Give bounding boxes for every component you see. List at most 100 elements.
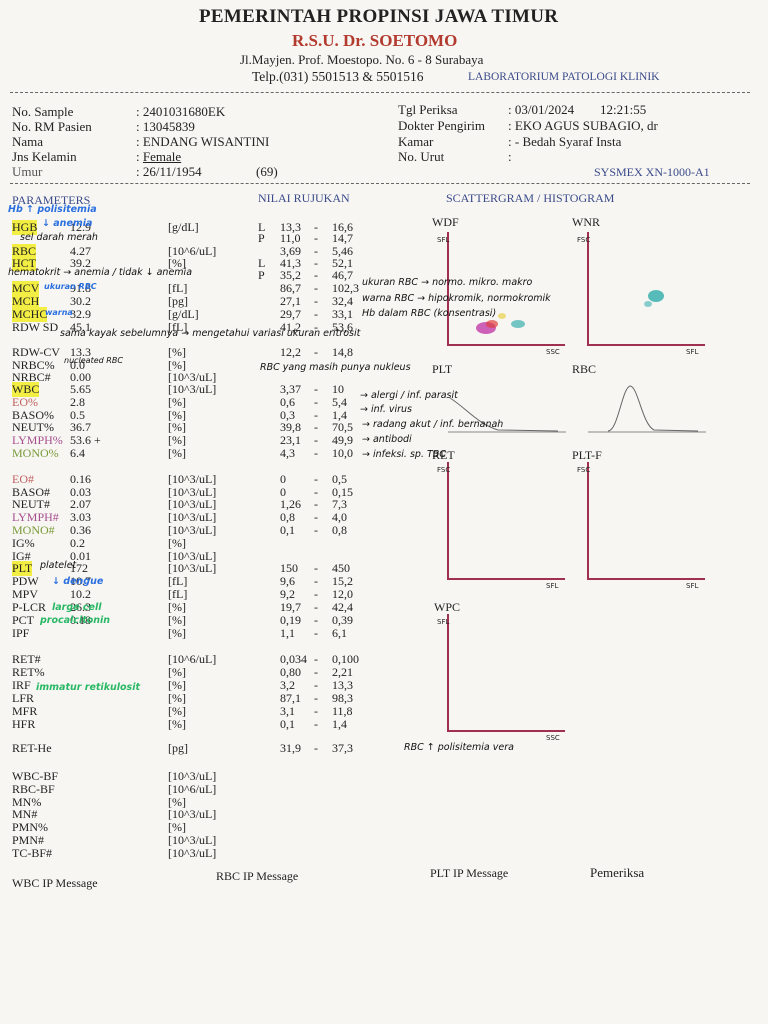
ref-low: 0,19 <box>280 613 301 627</box>
pltf-title: PLT-F <box>572 448 602 462</box>
ref-high: 16,6 <box>332 220 353 234</box>
ref-dash: - <box>314 704 318 718</box>
wnr-title: WNR <box>572 215 600 229</box>
patient-age: (69) <box>256 164 278 179</box>
ref-high: 450 <box>332 561 350 575</box>
ref-high: 42,4 <box>332 600 353 614</box>
ref-dash: - <box>314 294 318 308</box>
param-name: PCT <box>12 613 35 627</box>
plt-title: PLT <box>432 362 453 376</box>
wdf-x-label: SSC <box>546 348 560 356</box>
table-row: PMN#[10^3/uL] <box>0 833 768 847</box>
ref-low: 23,1 <box>280 433 301 447</box>
ref-high: 6,1 <box>332 626 347 640</box>
ret-y-label: FSC <box>437 466 451 474</box>
pltf-x-label: SFL <box>686 582 699 590</box>
param-flag: L <box>258 256 266 270</box>
param-unit: [fL] <box>168 587 188 601</box>
param-name: NEUT% <box>12 420 54 434</box>
ref-dash: - <box>314 256 318 270</box>
param-unit: [10^3/uL] <box>168 485 217 499</box>
param-value: 6.4 <box>70 446 85 460</box>
param-unit: [%] <box>168 600 186 614</box>
ref-low: 3,69 <box>280 244 301 258</box>
param-unit: [10^3/uL] <box>168 497 217 511</box>
rbc-plot-title: RBC <box>572 362 597 376</box>
ref-dash: - <box>314 446 318 460</box>
ref-high: 49,9 <box>332 433 353 447</box>
param-name: LFR <box>12 691 35 705</box>
ref-high: 10,0 <box>332 446 353 460</box>
param-unit: [%] <box>168 536 186 550</box>
ref-dash: - <box>314 717 318 731</box>
ref-high: 14,8 <box>332 345 353 359</box>
sample-label: No. Sample <box>12 104 74 119</box>
param-name: MFR <box>12 704 38 718</box>
wnr-y-axis <box>587 232 589 344</box>
param-value: 172 <box>70 561 88 575</box>
ref-dash: - <box>314 244 318 258</box>
note-neut: → radang akut / inf. bernanah <box>362 419 504 430</box>
param-unit: [fL] <box>168 281 188 295</box>
note-pdw: ↓ dengue <box>52 576 104 587</box>
param-name: PMN% <box>12 820 49 834</box>
ref-low: 4,3 <box>280 446 295 460</box>
date-label: Tgl Periksa <box>398 102 458 117</box>
ref-dash: - <box>314 523 318 537</box>
param-name: IG% <box>12 536 35 550</box>
param-unit: [10^3/uL] <box>168 382 217 396</box>
ref-high: 37,3 <box>332 741 353 755</box>
param-name: RBC-BF <box>12 782 55 796</box>
table-row: IRF[%]3,2-13,3 <box>0 678 768 692</box>
ref-high: 0,100 <box>332 652 359 666</box>
lab-name: LABORATORIUM PATOLOGI KLINIK <box>468 71 660 83</box>
wnr-scatter <box>644 290 664 307</box>
param-name: RDW SD <box>12 320 59 334</box>
plt-histogram <box>448 397 566 433</box>
param-unit: [10^3/uL] <box>168 833 217 847</box>
param-name: RET# <box>12 652 41 666</box>
param-name: PLT <box>12 561 33 576</box>
param-name: HCT <box>12 256 36 271</box>
param-value: 2.07 <box>70 497 91 511</box>
note-lymph: → antibodi <box>362 434 412 445</box>
ref-dash: - <box>314 433 318 447</box>
ref-high: 52,1 <box>332 256 353 270</box>
ref-high: 5,46 <box>332 244 353 258</box>
ref-low: 13,3 <box>280 220 301 234</box>
dob-label: Umur <box>12 164 43 179</box>
reference-header: NILAI RUJUKAN <box>258 191 350 205</box>
param-name: RET% <box>12 665 45 679</box>
table-row: NEUT#2.07[10^3/uL]1,26-7,3 <box>0 497 768 511</box>
patient-name: ENDANG WISANTINI <box>142 134 270 149</box>
param-unit: [10^3/uL] <box>168 510 217 524</box>
note-hb: Hb ↑ polisitemia <box>8 204 97 215</box>
ref-high: 33,1 <box>332 307 353 321</box>
ref-dash: - <box>314 408 318 422</box>
wpc-y-label: SFL <box>437 618 450 626</box>
param-unit: [%] <box>168 704 186 718</box>
note-nrbc: nucleated RBC <box>64 356 123 365</box>
table-row: MONO%6.4[%]4,3-10,0 <box>0 446 768 460</box>
table-row: BASO%0.5[%]0,3-1,4 <box>0 408 768 422</box>
ret-x-axis <box>447 462 565 580</box>
ref-low: 1,26 <box>280 497 301 511</box>
ref-low: 0 <box>280 485 286 499</box>
ref-dash: - <box>314 320 318 334</box>
param-value: 0.18 <box>70 613 91 627</box>
info-divider <box>10 183 750 184</box>
note-hgb: ↓ anemia <box>42 218 93 229</box>
ref-dash: - <box>314 665 318 679</box>
doctor-label: Dokter Pengirim <box>398 118 486 133</box>
ref-low: 41,2 <box>280 320 301 334</box>
ref-low: 39,8 <box>280 420 301 434</box>
ref-low: 0,1 <box>280 523 295 537</box>
param-name: MN# <box>12 807 38 821</box>
ref-dash: - <box>314 678 318 692</box>
